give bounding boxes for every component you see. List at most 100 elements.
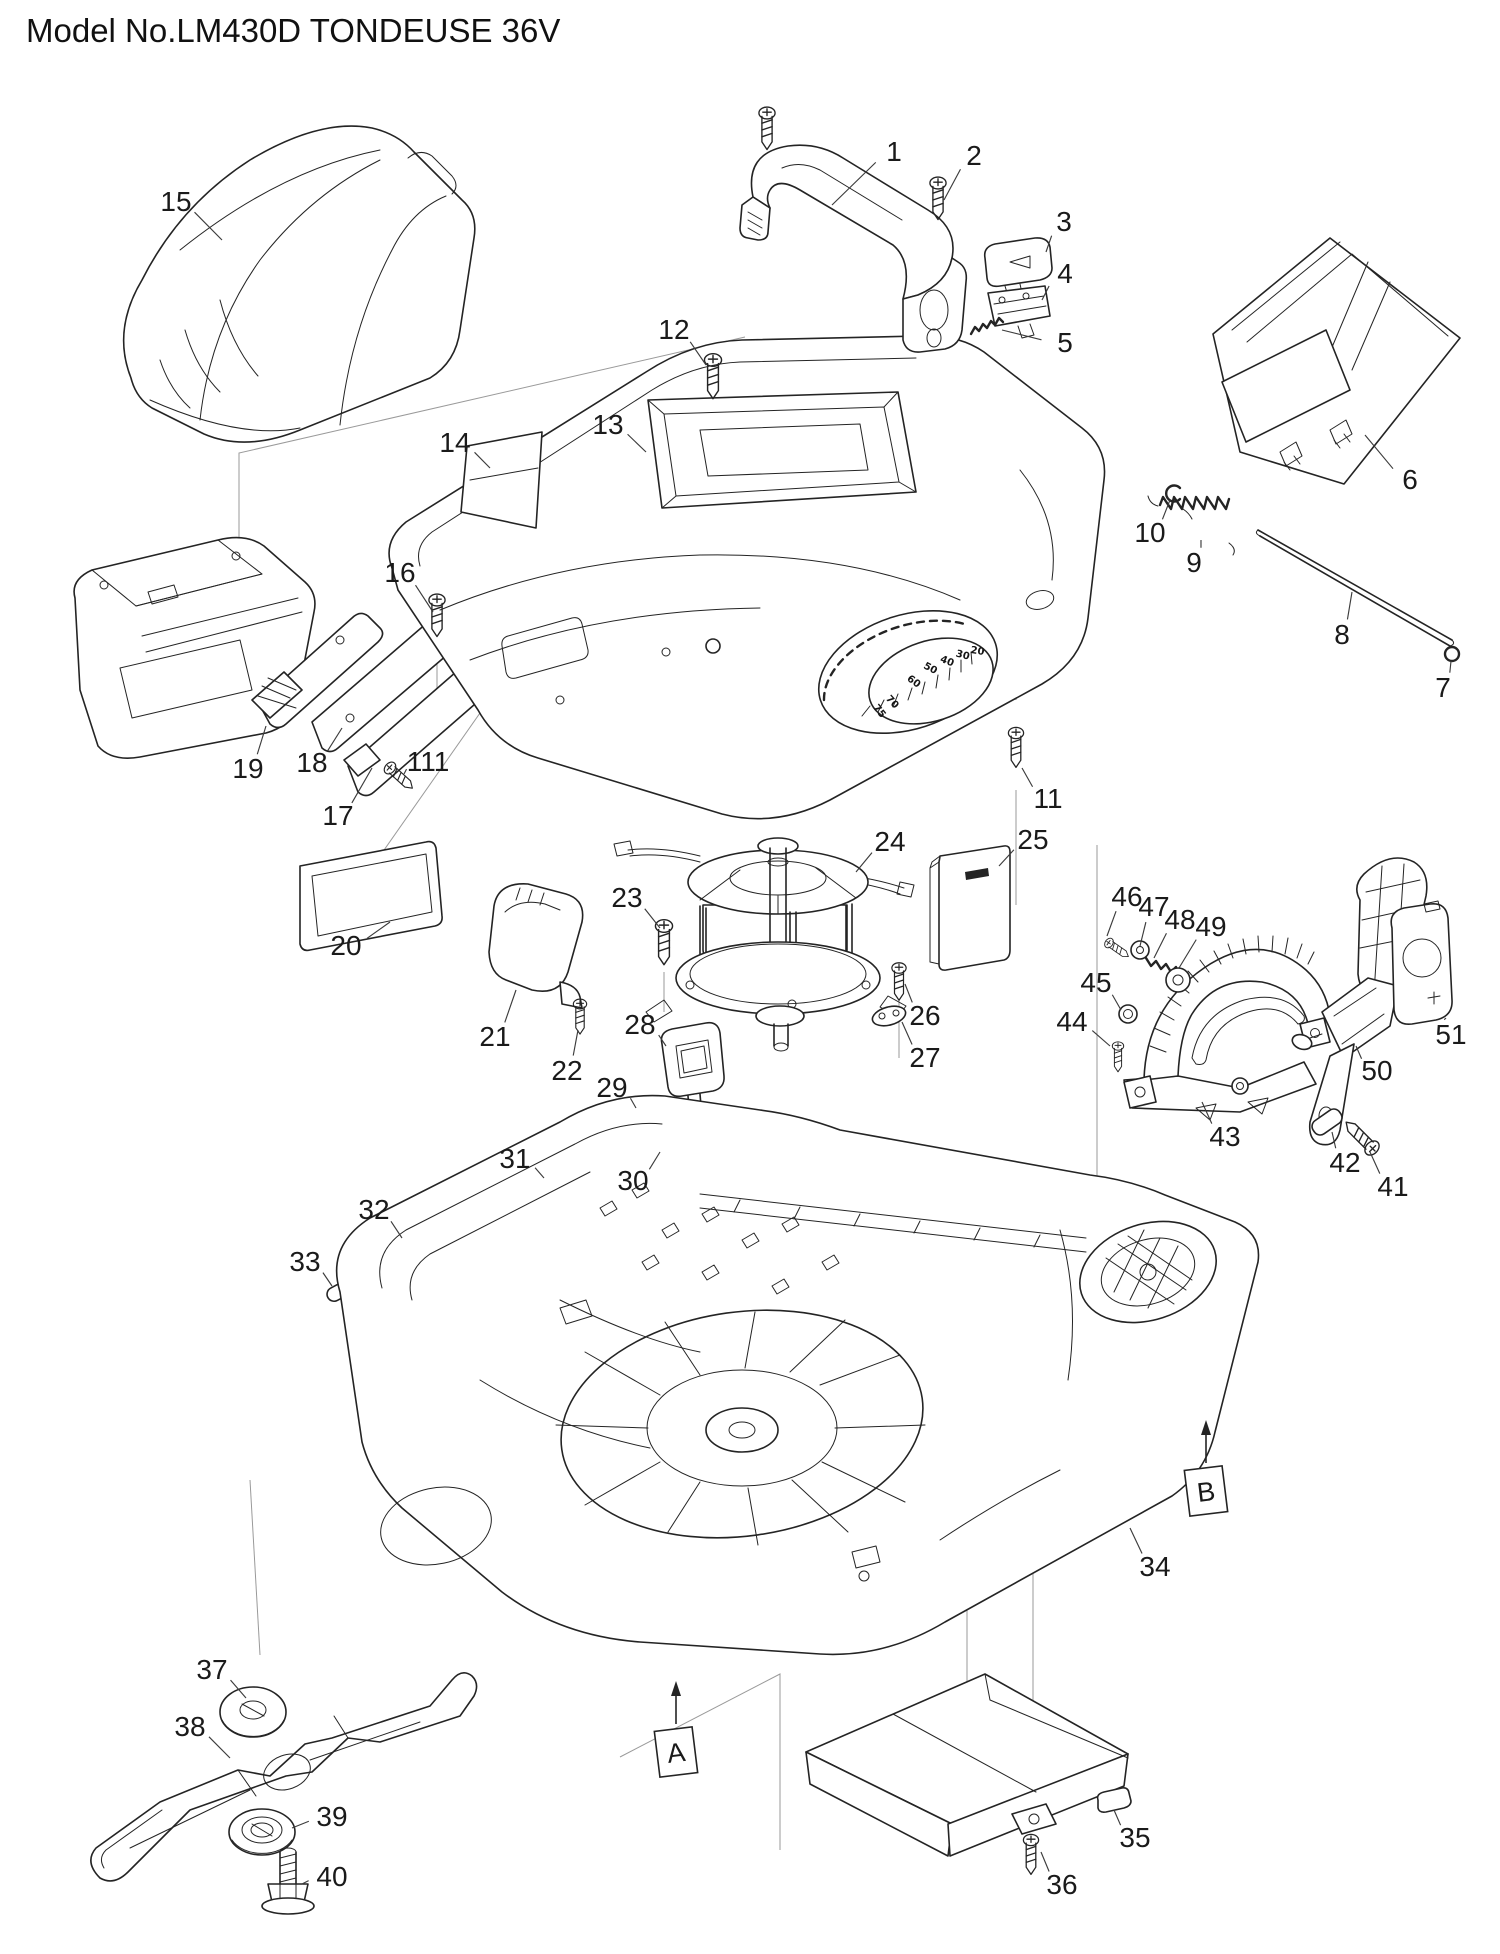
part-label-51: 51: [1435, 1019, 1466, 1050]
leader-line-25: [998, 849, 1015, 867]
part-42-spacer: [1311, 1108, 1343, 1136]
part-24-motor: [613, 837, 915, 1052]
part-40-blade-bolt: [261, 1847, 315, 1915]
part-label-46: 46: [1111, 881, 1142, 912]
leader-line-27: [901, 1021, 913, 1045]
part-3-button: [983, 237, 1053, 297]
leader-line-44: [1091, 1030, 1111, 1047]
dial-number-30: 30: [954, 648, 970, 662]
part-label-17: 17: [322, 800, 353, 831]
part-label-30: 30: [617, 1165, 648, 1196]
part-4-latch-plate: [987, 285, 1051, 339]
leader-line-19: [256, 725, 267, 755]
leader-line-20: [366, 921, 391, 939]
part-label-28: 28: [624, 1009, 655, 1040]
leader-line-46: [1106, 911, 1117, 937]
part-25-controller: [929, 845, 1011, 971]
part-51-lever-cover: [1390, 900, 1453, 1026]
leader-line-21: [504, 989, 517, 1023]
leader-line-1: [831, 161, 877, 206]
part-label-14: 14: [439, 427, 470, 458]
part-label-1: 1: [886, 136, 902, 167]
part-label-44: 44: [1056, 1006, 1087, 1037]
part-label-29: 29: [596, 1072, 627, 1103]
part-label-9: 9: [1186, 547, 1202, 578]
leader-line-29: [629, 1097, 637, 1109]
part-label-32: 32: [358, 1194, 389, 1225]
leader-line-26: [904, 983, 913, 1003]
part-label-5: 5: [1057, 327, 1073, 358]
leader-line-23: [644, 908, 661, 929]
leader-line-37: [230, 1679, 247, 1699]
part-45-nut: [1118, 1004, 1138, 1024]
screw-upper-left: [758, 106, 776, 151]
dial-number-40: 40: [938, 654, 955, 669]
leader-line-48: [1153, 932, 1167, 959]
leader-line-50: [1355, 1045, 1363, 1059]
page-title: Model No.LM430D TONDEUSE 36V: [26, 12, 561, 49]
part-9-spring: [1147, 495, 1235, 556]
part-label-6: 6: [1402, 464, 1418, 495]
part-label-23: 23: [611, 882, 642, 913]
leader-line-33: [322, 1272, 333, 1287]
part-38-blade: [90, 1672, 478, 1882]
leader-line-40: [301, 1880, 309, 1885]
part-5-spring: [969, 316, 1005, 336]
view-ref-label-B: B: [1195, 1476, 1217, 1508]
leader-line-41: [1369, 1151, 1381, 1174]
leader-line-43: [1201, 1101, 1213, 1124]
view-ref-label-A: A: [665, 1737, 687, 1769]
view-ref-box-A: [653, 1725, 699, 1779]
part-label-41: 41: [1377, 1171, 1408, 1202]
leader-line-14: [474, 451, 491, 469]
part-14-label: [460, 431, 543, 529]
part-label-15: 15: [160, 186, 191, 217]
view-ref-box-B: [1183, 1464, 1229, 1518]
leader-line-12: [689, 341, 707, 366]
part-label-11: 11: [1033, 783, 1062, 814]
leader-line-8: [1346, 591, 1353, 620]
view-ref-arrowhead-A: [671, 1681, 681, 1696]
part-20-label: [299, 840, 443, 952]
leader-line-30: [648, 1151, 661, 1170]
part-label-48: 48: [1164, 904, 1195, 935]
leader-line-17: [351, 767, 373, 804]
part-13-upper-deck: [388, 335, 1106, 820]
leader-line-45: [1111, 994, 1122, 1011]
part-11-screw: [1007, 726, 1025, 769]
part-label-16: 16: [384, 557, 415, 588]
part-label-4: 4: [1057, 258, 1073, 289]
part-49-washer: [1165, 967, 1191, 993]
part-label-18: 18: [296, 747, 327, 778]
part-34-lower-deck: [335, 1094, 1260, 1656]
leader-line-36: [1040, 1851, 1050, 1872]
part-27-grommet: [871, 1005, 907, 1027]
leader-line-32: [390, 1220, 403, 1239]
leader-line-18: [327, 727, 343, 752]
part-15-motor-cover: [122, 125, 476, 443]
part-label-27: 27: [909, 1042, 940, 1073]
part-label-31: 31: [499, 1143, 530, 1174]
part-46-screw: [1102, 936, 1132, 962]
part-label-26: 26: [909, 1000, 940, 1031]
part-label-33: 33: [289, 1246, 320, 1277]
leader-line-24: [855, 852, 873, 873]
part-label-22: 22: [551, 1055, 582, 1086]
part-37-blade-support: [219, 1686, 287, 1738]
part-label-50: 50: [1361, 1055, 1392, 1086]
part-6-battery-cover: [1212, 237, 1461, 485]
leader-line-3: [1045, 235, 1053, 253]
leader-line-42: [1331, 1131, 1337, 1149]
leader-line-7: [1449, 660, 1452, 673]
dial-number-20: 20: [970, 645, 986, 658]
leader-line-39: [291, 1820, 310, 1829]
part-44-screw: [1111, 1041, 1125, 1073]
part-47-washer: [1130, 940, 1150, 960]
leader-line-15: [194, 211, 223, 241]
part-label-40: 40: [316, 1861, 347, 1892]
part-label-35: 35: [1119, 1822, 1150, 1853]
part-label-111: 111: [407, 746, 450, 777]
leader-line-13: [627, 433, 647, 453]
